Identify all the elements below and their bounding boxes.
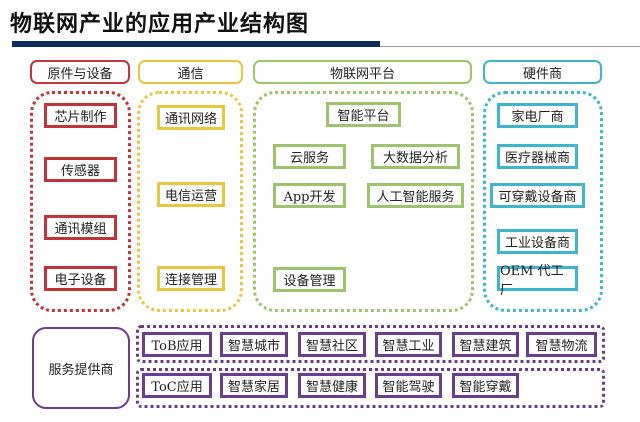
- hardware-item: 工业设备商: [497, 229, 578, 254]
- comm-item: 通讯网络: [157, 105, 225, 130]
- platform-item: App开发: [273, 183, 346, 208]
- hardware-item: 可穿戴设备商: [490, 183, 585, 208]
- title-divider: [380, 46, 640, 47]
- toc-group: [136, 368, 605, 408]
- component-item: 通讯模组: [44, 215, 117, 240]
- components-group: [30, 91, 131, 312]
- hardware-item: OEM 代工厂: [497, 264, 578, 298]
- platform-group: [253, 91, 474, 312]
- component-item: 电子设备: [44, 266, 117, 291]
- header-comm: 通信: [138, 60, 243, 84]
- comm-item: 电信运营: [157, 182, 225, 207]
- toc-item: 智能驾驶: [375, 373, 442, 398]
- header-platform: 物联网平台: [253, 60, 472, 84]
- toc-item: 智能穿戴: [452, 373, 519, 398]
- comm-group: [137, 91, 243, 312]
- toc-item: 智慧健康: [298, 373, 366, 398]
- header-hardware: 硬件商: [483, 60, 602, 84]
- platform-item: 智能平台: [326, 102, 401, 127]
- header-components: 原件与设备: [30, 60, 130, 84]
- platform-item: 云服务: [273, 144, 346, 169]
- page-title: 物联网产业的应用产业结构图: [10, 11, 310, 37]
- tob-group: [136, 325, 605, 363]
- tob-item: 智慧社区: [298, 332, 366, 357]
- comm-item: 连接管理: [157, 266, 225, 291]
- platform-item: 人工智能服务: [367, 183, 464, 208]
- tob-item: 智慧物流: [526, 332, 597, 357]
- tob-item: 智慧建筑: [452, 332, 519, 357]
- toc-item: 智慧家居: [220, 373, 288, 398]
- platform-item: 设备管理: [273, 267, 346, 292]
- component-item: 传感器: [44, 157, 117, 182]
- tob-item: 智慧工业: [375, 332, 442, 357]
- tob-item: 智慧城市: [220, 332, 288, 357]
- service-provider-label: 服务提供商: [32, 327, 130, 409]
- hardware-group: [483, 91, 603, 312]
- title-underline-bar: [12, 41, 380, 47]
- component-item: 芯片制作: [44, 103, 117, 128]
- tob-item: ToB应用: [142, 332, 212, 357]
- hardware-item: 家电厂商: [497, 103, 578, 128]
- platform-item: 大数据分析: [371, 144, 460, 169]
- hardware-item: 医疗器械商: [497, 144, 578, 169]
- toc-item: ToC应用: [142, 373, 212, 398]
